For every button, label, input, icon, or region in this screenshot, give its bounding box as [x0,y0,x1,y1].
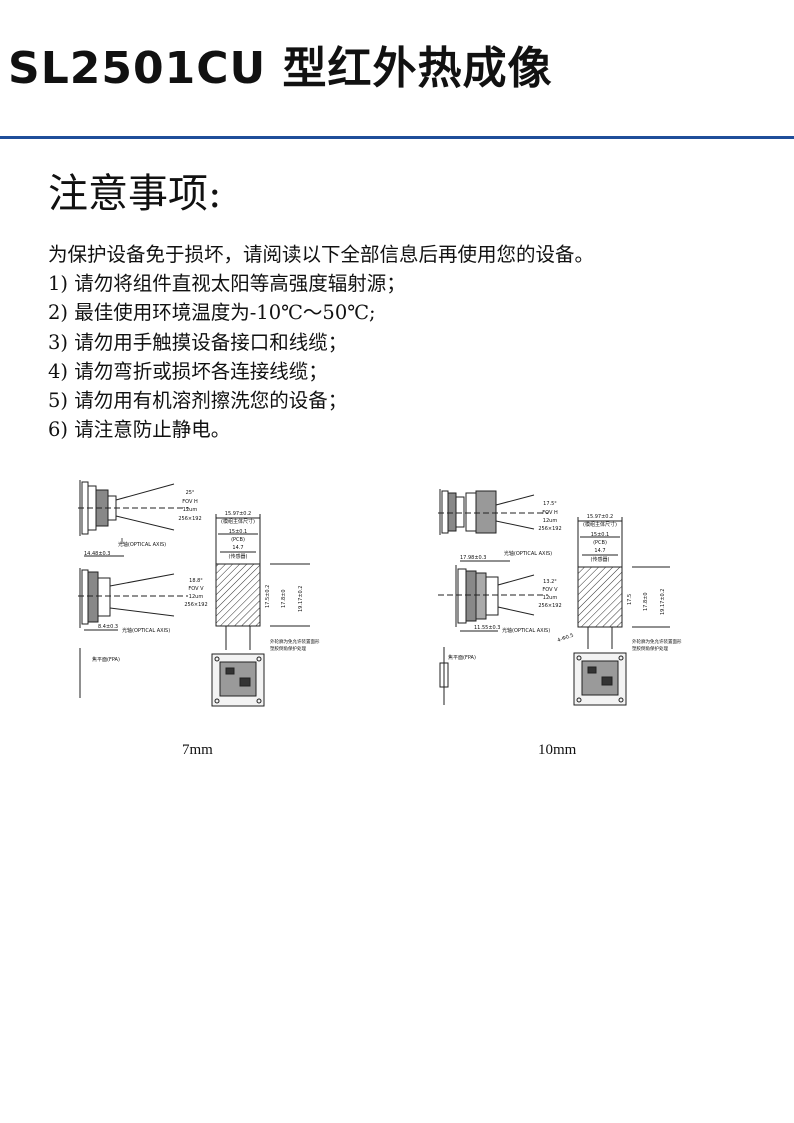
height-a: 17.5±0.2 [265,585,271,608]
note-item: 2) 最佳使用环境温度为-10℃～50℃; [48,301,376,325]
width-dim: 15.97±0.2 [225,511,251,517]
res-v-label: 256×192 [538,603,561,609]
fpa-label: 焦平面(FPA) [92,656,120,663]
fov-h-label: FOV H [182,499,198,505]
fov-h-angle: 17.5° [543,501,557,507]
side-labels: 14.48±0.3 18.8° FOV V 12um 256×192 8.4±0… [84,551,208,663]
height-a: 17.5 [627,594,633,605]
note-1: 外轮廓为免允许装置面形 [632,638,682,645]
title-underline [0,136,794,139]
sensor-dim: 14.7 [232,545,243,551]
fov-v-label: FOV V [542,587,558,593]
fov-h-label: FOV H [542,510,558,516]
height-b: 17.8±0 [643,592,649,611]
notes-list: 为保护设备免于损坏，请阅读以下全部信息后再使用您的设备。 1) 请勿将组件直视太… [48,240,768,444]
pcb-dim: 15±0.1 [591,532,610,538]
note-item: 1) 请勿将组件直视太阳等高强度辐射源； [48,272,406,296]
top-fov-labels: 17.5° FOV H 12um 256×192 光轴(OPTICAL AXIS… [504,501,562,557]
offset-dim: 11.55±0.3 [474,625,500,631]
pcb-label: (PCB) [231,537,245,543]
module-body [577,517,670,649]
fov-v-angle: 18.8° [189,578,203,584]
note-2: 塑胶倒角保护处理 [632,645,668,652]
section-heading: 注意事项: [48,171,222,217]
note-item: 6) 请注意防止静电。 [48,418,231,442]
sensor-dim: 14.7 [594,548,605,554]
side-view [78,555,188,631]
optical-axis-bottom: 光轴(OPTICAL AXIS) [502,627,550,634]
top-fov-labels: 25° FOV H 12um 256×192 光轴(OPTICAL AXIS) [118,490,202,548]
top-view [438,489,548,535]
document-title: SL2501CU 型红外热成像 [8,43,553,94]
fov-v-label: FOV V [188,586,204,592]
width-dim: 15.97±0.2 [587,514,613,520]
top-view [78,480,188,536]
side-labels: 17.98±0.3 13.2° FOV V 12um 256×192 11.55… [448,555,575,661]
height-c: 19.17±0.2 [298,586,304,612]
pcb-label: (PCB) [593,540,607,546]
fov-h-angle: 25° [186,490,195,496]
height-dims: 17.5 17.8±0 19.17±0.2 [627,589,666,615]
figure-notes: 外轮廓为免允许装置面形 塑胶倒角保护处理 [270,638,320,652]
optical-axis-bottom: 光轴(OPTICAL AXIS) [122,627,170,634]
drawing-10mm-svg: 17.5° FOV H 12um 256×192 光轴(OPTICAL AXIS… [438,489,682,706]
width-note: (模组主体尺寸) [583,521,617,528]
height-dims: 17.5±0.2 17.8±0 19.17±0.2 [265,585,304,612]
side-view [438,560,548,632]
focal-h-label: 12um [183,507,198,513]
sensor-note: (传感器) [229,553,248,560]
note-item: 3) 请勿用手触摸设备接口和线缆； [48,330,348,354]
res-h-label: 256×192 [178,516,201,522]
note-1: 外轮廓为免允许装置面形 [270,638,320,645]
module-body [215,514,310,650]
optical-axis-label: 光轴(OPTICAL AXIS) [504,550,552,557]
note-2: 塑胶倒角保护处理 [270,645,306,652]
drawing-7mm: 25° FOV H 12um 256×192 光轴(OPTICAL AXIS) … [78,478,334,710]
res-v-label: 256×192 [184,602,207,608]
height-b: 17.8±0 [281,589,287,608]
note-item: 5) 请勿用有机溶剂擦洗您的设备； [48,389,348,413]
res-h-label: 256×192 [538,526,561,532]
module-dims: 15.97±0.2 (模组主体尺寸) 15±0.1 (PCB) 14.7 (传感… [583,514,617,563]
focal-v-label: 12um [543,595,558,601]
pcb-dim: 15±0.1 [229,529,248,535]
sensor-note: (传感器) [591,556,610,563]
drawing-10mm: 17.5° FOV H 12um 256×192 光轴(OPTICAL AXIS… [438,487,694,709]
caption-10mm: 10mm [538,742,577,758]
fov-v-angle: 13.2° [543,579,557,585]
note-intro: 为保护设备免于损坏，请阅读以下全部信息后再使用您的设备。 [48,243,595,266]
module-dims: 15.97±0.2 (模组主体尺寸) 15±0.1 (PCB) 14.7 (传感… [221,511,255,560]
pcb-board [211,653,265,707]
lens-length-dim: 17.98±0.3 [460,555,486,561]
focal-h-label: 12um [543,518,558,524]
lens-length-dim: 14.48±0.3 [84,551,110,557]
note-item: 4) 请勿弯折或损坏各连接线缆； [48,359,328,383]
drawing-7mm-svg: 25° FOV H 12um 256×192 光轴(OPTICAL AXIS) … [78,480,320,707]
height-c: 19.17±0.2 [660,589,666,615]
fpa-label: 焦平面(FPA) [448,654,476,661]
offset-dim: 8.4±0.3 [98,624,118,630]
figure-notes: 外轮廓为免允许装置面形 塑胶倒角保护处理 [632,638,682,652]
width-note: (模组主体尺寸) [221,518,255,525]
focal-v-label: 12um [189,594,204,600]
optical-axis-label: 光轴(OPTICAL AXIS) [118,541,166,548]
screw-dim: 4-Φ0.5 [557,632,575,643]
caption-7mm: 7mm [182,742,213,758]
pcb-board [573,652,627,706]
